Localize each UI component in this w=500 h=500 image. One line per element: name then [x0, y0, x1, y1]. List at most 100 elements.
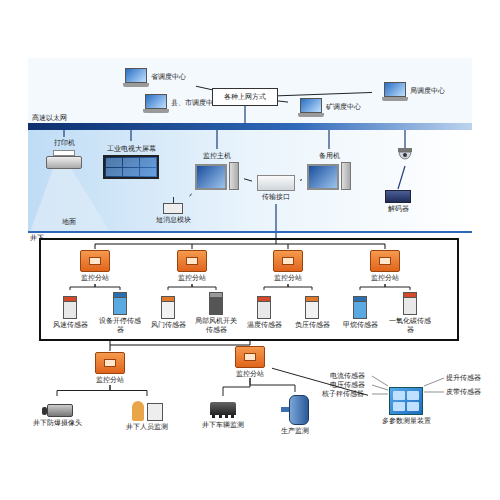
substation-window [379, 257, 391, 265]
sensor-body [113, 298, 127, 315]
connector-line [190, 194, 192, 196]
node-text: 监控主机 [203, 152, 231, 160]
dispatch-center: 矿调度中心 [288, 96, 370, 118]
substation: 监控分站 [363, 248, 407, 284]
router-icon [163, 197, 183, 214]
laptop-screen [145, 94, 167, 109]
annotation-label: 核子秤传感器 [322, 390, 364, 398]
node-text: 温度传感器 [247, 321, 282, 329]
substation: 监控分站 [73, 248, 117, 284]
substation-icon [235, 346, 265, 368]
node-text: 多参数测量装置 [382, 417, 431, 425]
bus-wires [64, 106, 405, 240]
sensor-node: 温度传感器 [241, 290, 287, 336]
node-text: 各种上网方式 [224, 93, 266, 101]
connector-line [57, 385, 110, 396]
printer-paper [53, 150, 75, 156]
dispatch-center: 省调度中心 [112, 66, 196, 88]
underground-bus [95, 240, 385, 351]
node-text: 风速传感器 [53, 321, 88, 329]
sensor-icon [257, 296, 271, 319]
interface-icon [257, 175, 295, 191]
meter-icon [389, 387, 423, 415]
substation-window [282, 257, 294, 265]
sensor-body [305, 302, 319, 319]
connector-line [223, 378, 250, 396]
sensor-body [257, 302, 271, 319]
annotation-label: 提升传感器 [446, 374, 481, 382]
connector-line [250, 378, 295, 392]
laptop-icon [143, 94, 169, 113]
node-text: 风门传感器 [151, 321, 186, 329]
connector-line [385, 284, 410, 290]
connector-line [278, 92, 372, 95]
meter-port [393, 402, 405, 411]
node-text: 设备开停传感器 [97, 317, 143, 333]
substation-window [244, 353, 256, 361]
connector-line [244, 179, 252, 181]
sensor-body [161, 302, 175, 319]
ethernet-bus [28, 123, 472, 130]
tv-cell [123, 168, 139, 177]
node-text: 监控分站 [236, 370, 264, 378]
tv-cell [123, 158, 139, 167]
sensor-icon [113, 292, 127, 315]
substation: 监控分站 [88, 351, 132, 385]
annotation-label: 高速以太网 [32, 114, 67, 122]
substation-icon [370, 250, 400, 272]
laptop-base [143, 109, 169, 113]
node-text: 短消息模块 [156, 216, 191, 224]
monitor [195, 164, 227, 190]
cart-icon [210, 402, 236, 419]
sensor-body [209, 298, 223, 315]
sensor-icon [161, 296, 175, 319]
multi-meter: 多参数测量装置 [368, 380, 444, 432]
sensor-node: 局部风机开关传感器 [193, 290, 239, 336]
laptop-icon [382, 82, 408, 101]
node-text: 井下车辆监测 [202, 421, 244, 429]
sensor-node: 负压传感器 [289, 290, 335, 336]
sensor-body [353, 302, 367, 319]
sensor-icon [403, 292, 417, 315]
network-box: 各种上网方式 [212, 88, 278, 106]
sensor-node: 风门传感器 [145, 290, 191, 336]
connector-line [264, 284, 288, 290]
sensor-icon [305, 296, 319, 319]
annotation-label: 地面 [62, 218, 76, 226]
node-text: 矿调度中心 [326, 103, 361, 111]
sensor-node: 甲烷传感器 [337, 290, 383, 336]
node-text: 监控分站 [96, 376, 124, 384]
tv-cell [140, 158, 156, 167]
node-text: 井下人员监测 [126, 423, 168, 431]
substation: 监控分站 [170, 248, 214, 284]
decoder-node: 解码器 [378, 188, 418, 216]
tv-cell [140, 168, 156, 177]
connector-line [70, 284, 95, 290]
camera-lens [42, 407, 47, 415]
tv-cell [106, 168, 122, 177]
laptop-screen [125, 68, 147, 83]
annotation-label: 电流传感器 [330, 372, 365, 380]
person-icon [132, 401, 163, 421]
node-text: 打印机 [54, 139, 75, 147]
connector-line [288, 284, 312, 290]
laptop-icon [123, 68, 149, 87]
connector-line [360, 284, 385, 290]
tv-wall-node: 工业电视大屏幕 [98, 140, 164, 184]
laptop-base [382, 97, 408, 101]
connector-line [192, 284, 216, 290]
cart-wheels [212, 415, 234, 419]
node-text: 备用机 [319, 152, 340, 160]
vehicle-node: 井下车辆监测 [192, 396, 254, 436]
laptop-base [123, 83, 149, 87]
node-text: 一氧化碳传感器 [387, 317, 433, 333]
substation-icon [177, 250, 207, 272]
dispatch-center: 局调度中心 [372, 80, 454, 102]
node-text: 监控分站 [81, 274, 109, 282]
node-text: 局部风机开关传感器 [193, 317, 239, 333]
meter-port [407, 402, 419, 411]
light-beam [30, 150, 110, 232]
node-text: 传输接口 [262, 193, 290, 201]
sensor-icon [353, 296, 367, 319]
pump-body [289, 395, 309, 425]
